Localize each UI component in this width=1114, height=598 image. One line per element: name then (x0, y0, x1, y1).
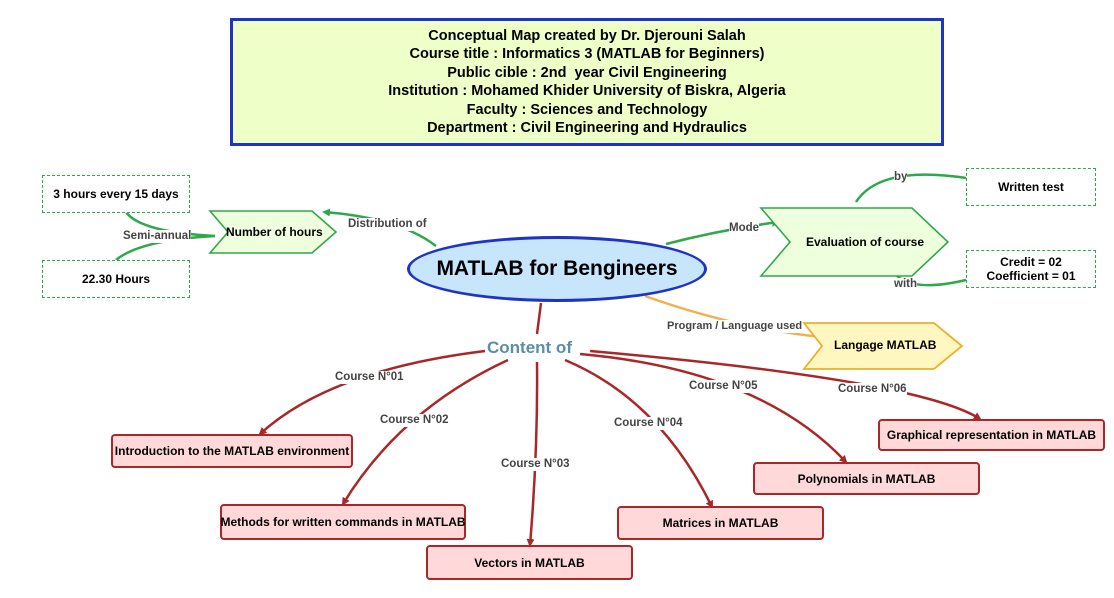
langage-shape (802, 322, 964, 370)
link-semi-annual-top (124, 211, 216, 238)
course-06-label: Course N°06 (838, 383, 907, 396)
course-05-label: Course N°05 (689, 380, 758, 393)
by-label: by (894, 171, 908, 184)
number-of-hours-label: Number of hours (226, 225, 323, 239)
hours-box-text: 22.30 Hours (81, 272, 151, 286)
header-line: Faculty : Sciences and Technology (466, 101, 708, 118)
course-01-box: Introduction to the MATLAB environment (111, 434, 353, 468)
content-of-label: Content of (487, 338, 572, 358)
header-line: Course title : Informatics 3 (MATLAB for… (409, 46, 765, 62)
header-line: Institution : Mohamed Khider University … (388, 83, 786, 99)
coefficient-text: Coefficient = 01 (986, 269, 1076, 283)
course-04-box: Matrices in MATLAB (617, 506, 824, 540)
header-line: Public cible : 2nd year Civil Engineerin… (447, 64, 727, 81)
number-of-hours-shape (208, 210, 338, 254)
credit-text: Credit = 02 (1000, 255, 1062, 269)
course-02-box: Methods for written commands in MATLAB (220, 504, 466, 540)
evaluation-label: Evaluation of course (806, 235, 925, 249)
mode-label: Mode (729, 222, 760, 235)
link-semi-annual-bottom (115, 234, 216, 261)
langage-matlab-label: Langage MATLAB (834, 338, 937, 352)
with-label: with (894, 278, 917, 291)
course-05-box: Polynomials in MATLAB (753, 462, 980, 495)
evaluation-shape (759, 207, 950, 277)
header-box: Conceptual Map created by Dr. Djerouni S… (230, 18, 944, 146)
course-01-label: Course N°01 (335, 371, 404, 384)
link-course-04 (564, 358, 714, 509)
hours-box-text: 3 hours every 15 days (53, 187, 179, 201)
link-course-05 (579, 352, 848, 464)
link-course-06 (589, 349, 982, 421)
total-hours-box: 22.30 Hours (42, 260, 190, 298)
hours-every-15-days-box: 3 hours every 15 days (42, 175, 190, 213)
semi-annual-label: Semi-annual (123, 230, 192, 243)
course-title: Methods for written commands in MATLAB (220, 515, 466, 529)
distribution-label: Distribution of (348, 218, 427, 231)
central-node: MATLAB for Bengineers (407, 236, 707, 302)
header-line: Conceptual Map created by Dr. Djerouni S… (428, 27, 746, 44)
link-by (854, 173, 967, 203)
course-title: Introduction to the MATLAB environment (114, 444, 350, 458)
written-test-text: Written test (998, 180, 1064, 194)
course-03-box: Vectors in MATLAB (426, 545, 633, 580)
course-title: Polynomials in MATLAB (797, 471, 936, 486)
link-content (535, 302, 543, 335)
course-title: Matrices in MATLAB (662, 516, 779, 530)
credit-coefficient-box: Credit = 02 Coefficient = 01 (966, 250, 1096, 288)
course-03-label: Course N°03 (501, 458, 570, 471)
link-course-03 (526, 361, 539, 547)
course-title: Vectors in MATLAB (474, 555, 585, 570)
course-title: Graphical representation in MATLAB (886, 428, 1097, 442)
language-link-label: Program / Language used (667, 320, 803, 333)
link-mode (665, 218, 780, 246)
course-06-box: Graphical representation in MATLAB (878, 419, 1105, 451)
central-title: MATLAB for Bengineers (436, 257, 678, 280)
course-04-label: Course N°04 (614, 417, 683, 430)
header-line: Department : Civil Engineering and Hydra… (427, 120, 747, 136)
written-test-box: Written test (966, 168, 1096, 206)
course-02-label: Course N°02 (380, 414, 449, 427)
